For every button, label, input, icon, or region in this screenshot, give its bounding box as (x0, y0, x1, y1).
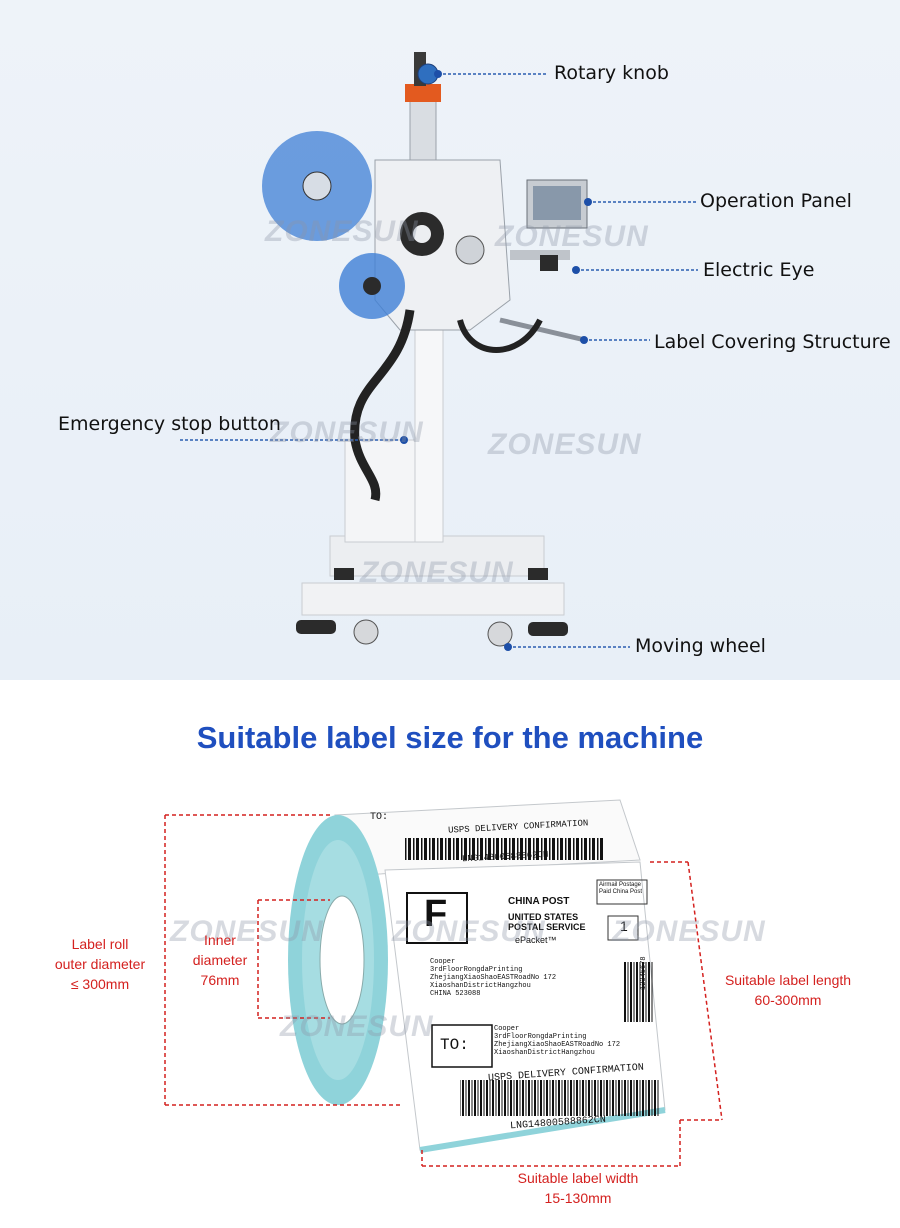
label-from-addr4: CHINA 523088 (430, 990, 481, 998)
label-from-address: Cooper 3rdFloorRongdaPrinting ZhejiangXi… (430, 958, 556, 998)
watermark: ZONESUN (360, 556, 514, 589)
label-to-top: TO: (370, 812, 389, 823)
callout-moving-wheel: Moving wheel (635, 635, 766, 657)
label-to-addr3: XiaoshanDistrictHangzhou (494, 1049, 595, 1057)
label-number-one: 1 (620, 918, 628, 934)
label-to-name: Cooper (494, 1025, 520, 1033)
callout-emergency-stop-button: Emergency stop button (58, 413, 281, 435)
label-length-label: Suitable label length 60-300mm (708, 970, 868, 1010)
outer-diameter-value: ≤ 300mm (70, 976, 130, 992)
label-from-addr1: 3rdFloorRongdaPrinting (430, 966, 523, 974)
label-length-value: 60-300mm (754, 992, 822, 1008)
inner-diameter-label: Inner diameter 76mm (180, 930, 260, 990)
callout-operation-panel: Operation Panel (700, 190, 852, 212)
callout-electric-eye: Electric Eye (703, 259, 815, 281)
outer-diameter-label: Label roll outer diameter ≤ 300mm (40, 934, 160, 994)
inner-diameter-line2: diameter (192, 952, 248, 968)
label-size-heading: Suitable label size for the machine (196, 720, 704, 755)
label-f-mark: F (424, 893, 448, 935)
outer-diameter-line2: outer diameter (54, 956, 146, 972)
watermark: ZONESUN (488, 428, 642, 461)
watermark: ZONESUN (612, 915, 766, 948)
callout-rotary-knob: Rotary knob (554, 62, 669, 84)
inner-diameter-value: 76mm (200, 972, 240, 988)
label-airmail: Airmail Postage Paid China Post (599, 882, 643, 895)
label-to-bottom: TO: (440, 1036, 469, 1054)
watermark: ZONESUN (495, 220, 649, 253)
label-usps: UNITED STATES POSTAL SERVICE (508, 912, 586, 932)
label-to-address: Cooper 3rdFloorRongdaPrinting ZhejiangXi… (494, 1025, 620, 1057)
label-from-name: Cooper (430, 958, 456, 966)
watermark: ZONESUN (280, 1010, 434, 1043)
label-china-post: CHINA POST (508, 896, 570, 907)
watermark: ZONESUN (392, 915, 546, 948)
callout-label-covering-structure: Label Covering Structure (654, 331, 891, 353)
labeling-machine-illustration (180, 52, 698, 651)
outer-diameter-line1: Label roll (71, 936, 129, 952)
label-from-addr2: ZhejiangXiaoShaoEASTRoadNo 172 (430, 974, 557, 982)
label-side-barcode-number: 12345678 (640, 956, 648, 990)
label-width-value: 15-130mm (544, 1190, 612, 1206)
watermark: ZONESUN (270, 416, 424, 449)
label-from-addr3: XiaoshanDistrictHangzhou (430, 982, 531, 990)
inner-diameter-line1: Inner (204, 932, 236, 948)
label-to-addr2: ZhejiangXiaoShaoEASTRoadNo 172 (494, 1041, 621, 1049)
watermark: ZONESUN (170, 915, 324, 948)
label-epacket: ePacket™ (515, 935, 557, 945)
watermark: ZONESUN (265, 215, 419, 248)
label-to-addr1: 3rdFloorRongdaPrinting (494, 1033, 587, 1041)
label-width-line1: Suitable label width (517, 1170, 639, 1186)
label-length-line1: Suitable label length (724, 972, 852, 988)
label-width-label: Suitable label width 15-130mm (488, 1168, 668, 1208)
